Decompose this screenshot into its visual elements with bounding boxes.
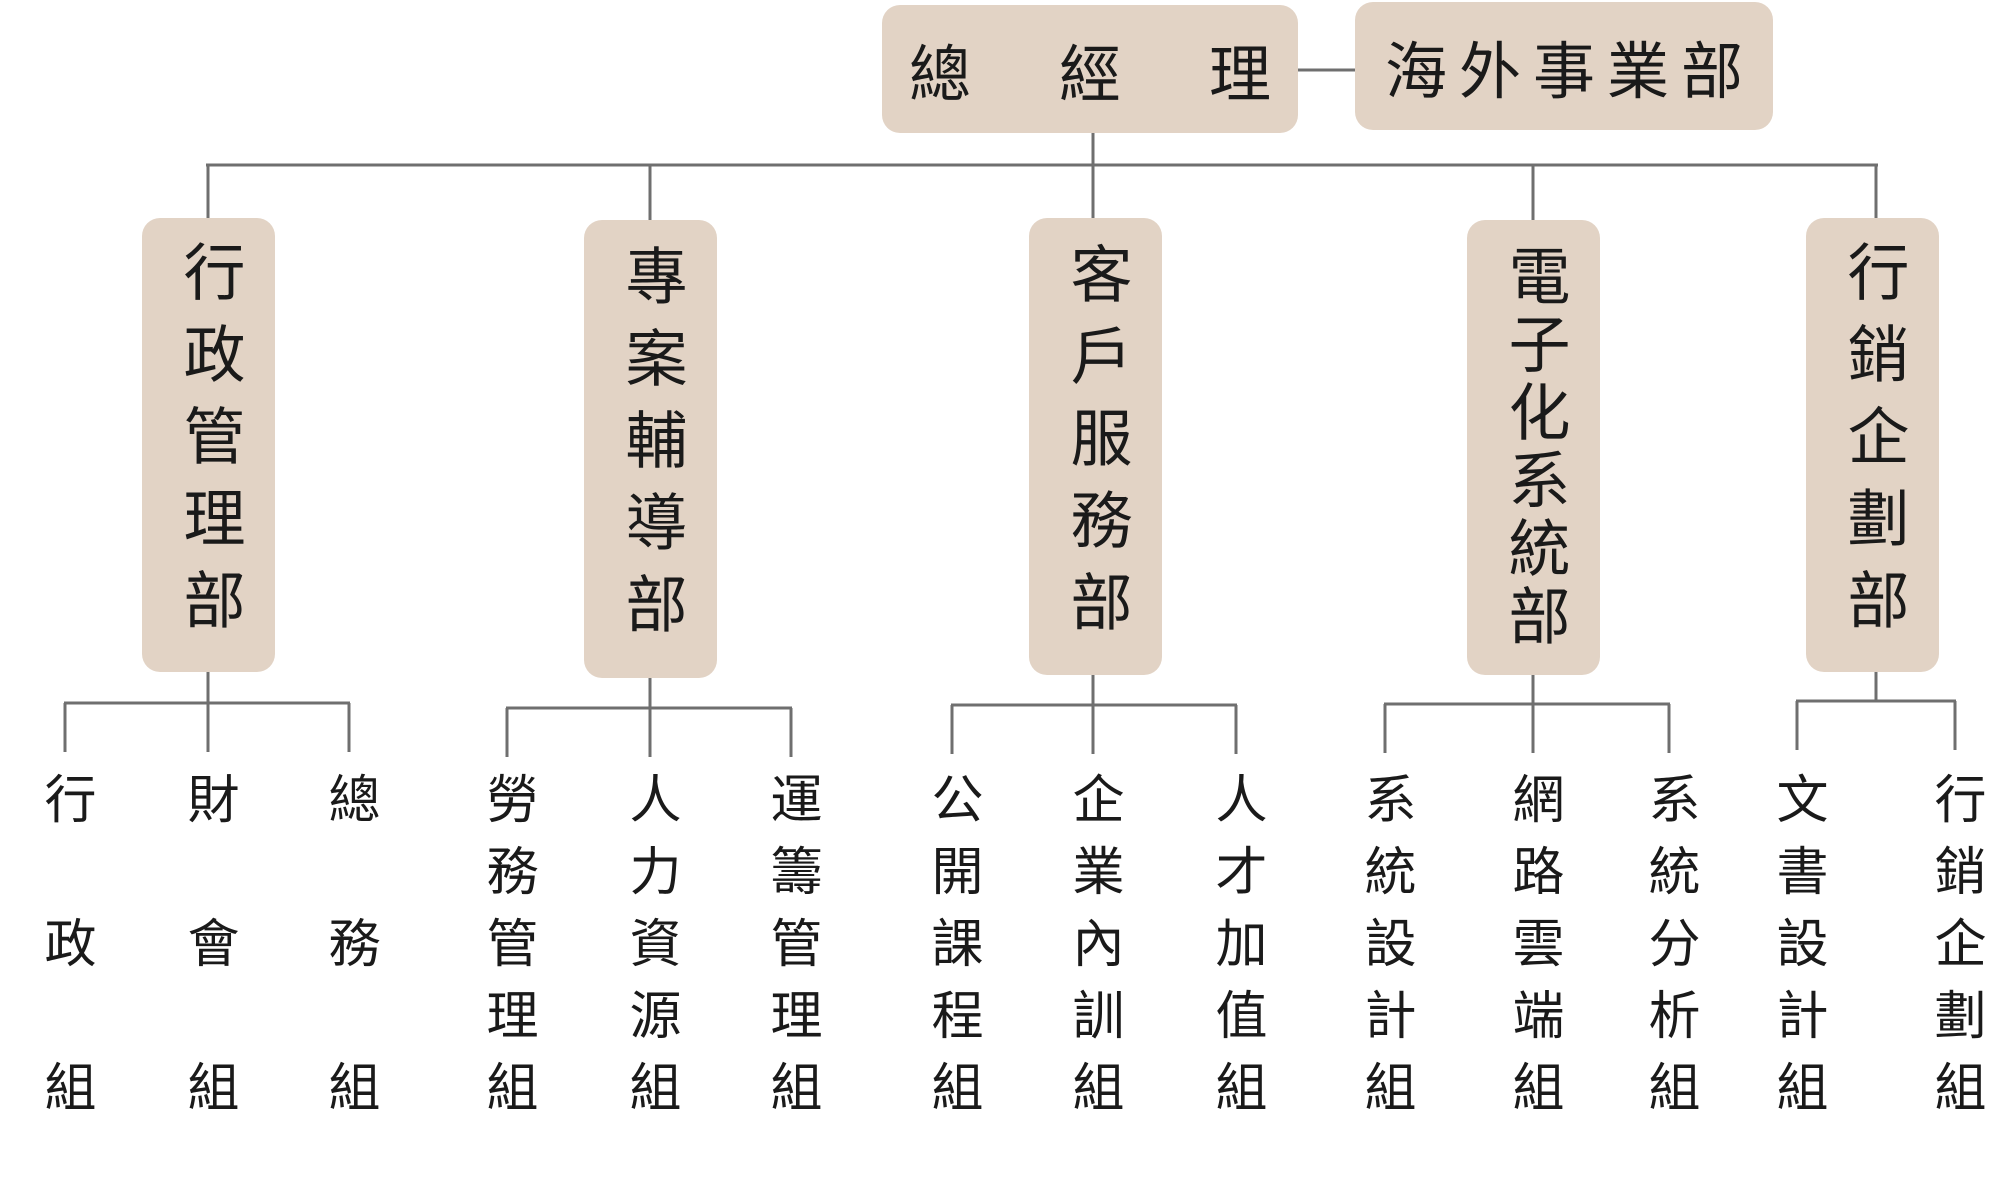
overseas-division-label: 海外事業部 xyxy=(1384,35,1755,108)
department-label: 行政管理部 xyxy=(172,240,246,650)
org-chart: 總經理 海外事業部 行政管理部 專案輔導部 客戶服務部 電子化系統部 行銷企劃部… xyxy=(35,2,1985,1204)
department-box-admin: 行政管理部 xyxy=(142,218,275,672)
department-box-e-systems: 電子化系統部 xyxy=(1467,220,1600,675)
group-label-corporate-training: 企業內訓組 xyxy=(1063,772,1123,1132)
department-label: 客戶服務部 xyxy=(1059,241,1133,652)
group-label-document-design: 文書設計組 xyxy=(1767,772,1827,1132)
connector-lines xyxy=(63,68,1957,757)
department-box-project: 專案輔導部 xyxy=(584,220,717,678)
department-box-marketing: 行銷企劃部 xyxy=(1806,218,1939,672)
group-label-talent: 人才加值組 xyxy=(1206,772,1266,1132)
department-label: 行銷企劃部 xyxy=(1836,240,1910,650)
group-label-hr: 人力資源組 xyxy=(620,772,680,1132)
group-label-marketing-planning: 行銷企劃組 xyxy=(1925,772,1985,1132)
group-label-public-courses: 公開課程組 xyxy=(922,772,982,1132)
group-label-logistics: 運籌管理組 xyxy=(761,772,821,1132)
group-label-network-cloud: 網路雲端組 xyxy=(1503,772,1563,1132)
department-label: 專案輔導部 xyxy=(614,244,688,654)
group-label-finance: 財會組 xyxy=(178,772,238,1204)
department-label: 電子化系統部 xyxy=(1497,243,1571,652)
group-label-labor: 勞務管理組 xyxy=(477,772,537,1132)
group-label-system-analysis: 系統分析組 xyxy=(1639,772,1699,1132)
general-manager-box: 總經理 xyxy=(882,5,1298,133)
group-label-general-affairs: 總務組 xyxy=(319,772,379,1204)
group-label-system-design: 系統設計組 xyxy=(1355,772,1415,1132)
group-label-admin: 行政組 xyxy=(35,772,95,1204)
overseas-division-box: 海外事業部 xyxy=(1355,2,1773,130)
department-box-customer: 客戶服務部 xyxy=(1029,218,1162,675)
general-manager-label: 總經理 xyxy=(908,38,1359,111)
